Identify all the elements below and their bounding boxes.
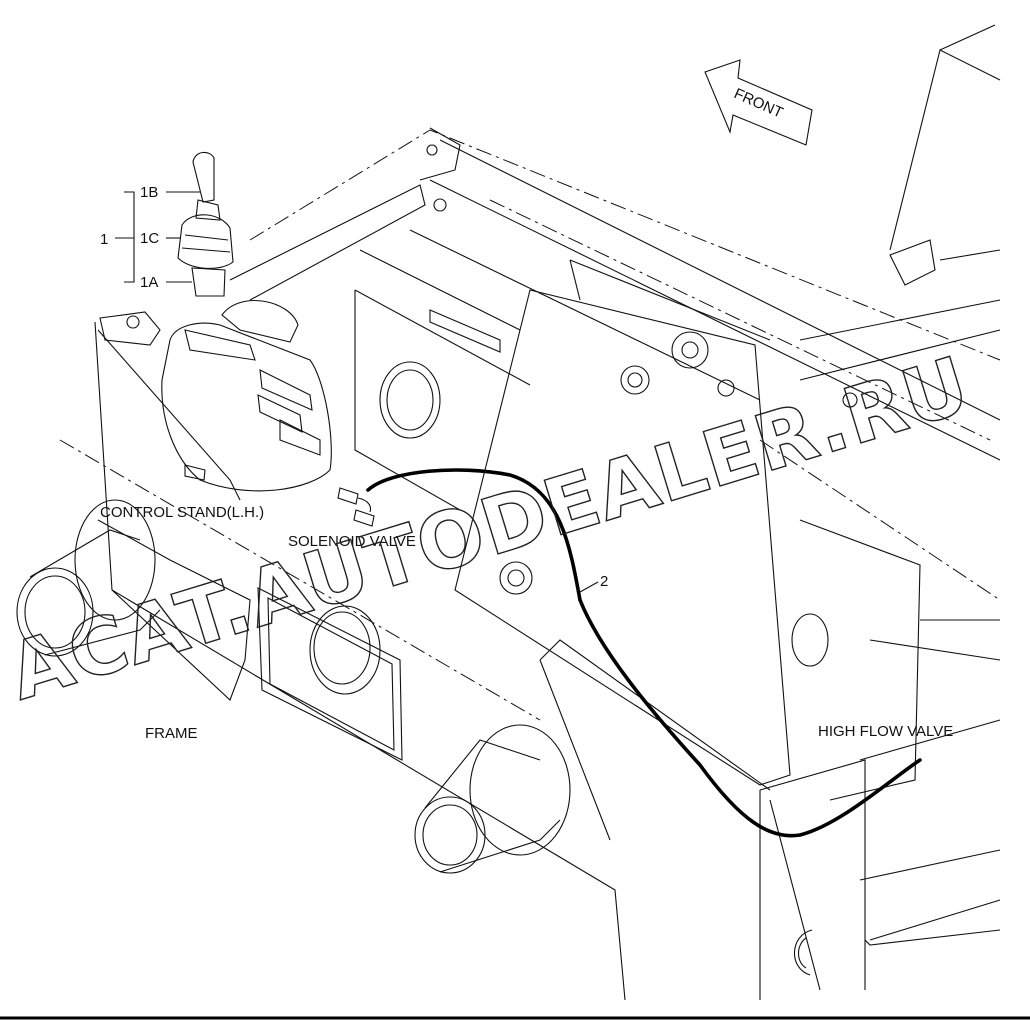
label-solenoid-valve: SOLENOID VALVE [288,533,416,550]
front-arrow-icon [704,59,813,146]
solenoid-valve-icon [337,487,375,527]
label-part-1b: 1B [140,184,158,201]
control-stand-icon [99,300,332,492]
label-part-1a: 1A [140,274,158,291]
front-label: FRONT [731,85,785,122]
label-control-stand: CONTROL STAND(L.H.) [100,504,264,521]
label-part-1c: 1C [140,230,159,247]
harness-cable [366,468,922,838]
label-frame: FRAME [145,725,198,742]
part-2-leader [579,581,599,593]
label-part-1: 1 [100,231,108,248]
frame-body [59,24,1001,1001]
watermark-text: ACAT.AUTODEALER.RU [0,340,980,718]
label-part-2: 2 [600,573,608,590]
left-cone-boss [16,499,161,657]
plate-bosses [426,144,858,595]
joystick-icon [177,151,234,297]
label-high-flow-valve: HIGH FLOW VALVE [818,723,953,740]
part-1-bracket [115,191,200,283]
lower-cone-boss [414,724,571,874]
